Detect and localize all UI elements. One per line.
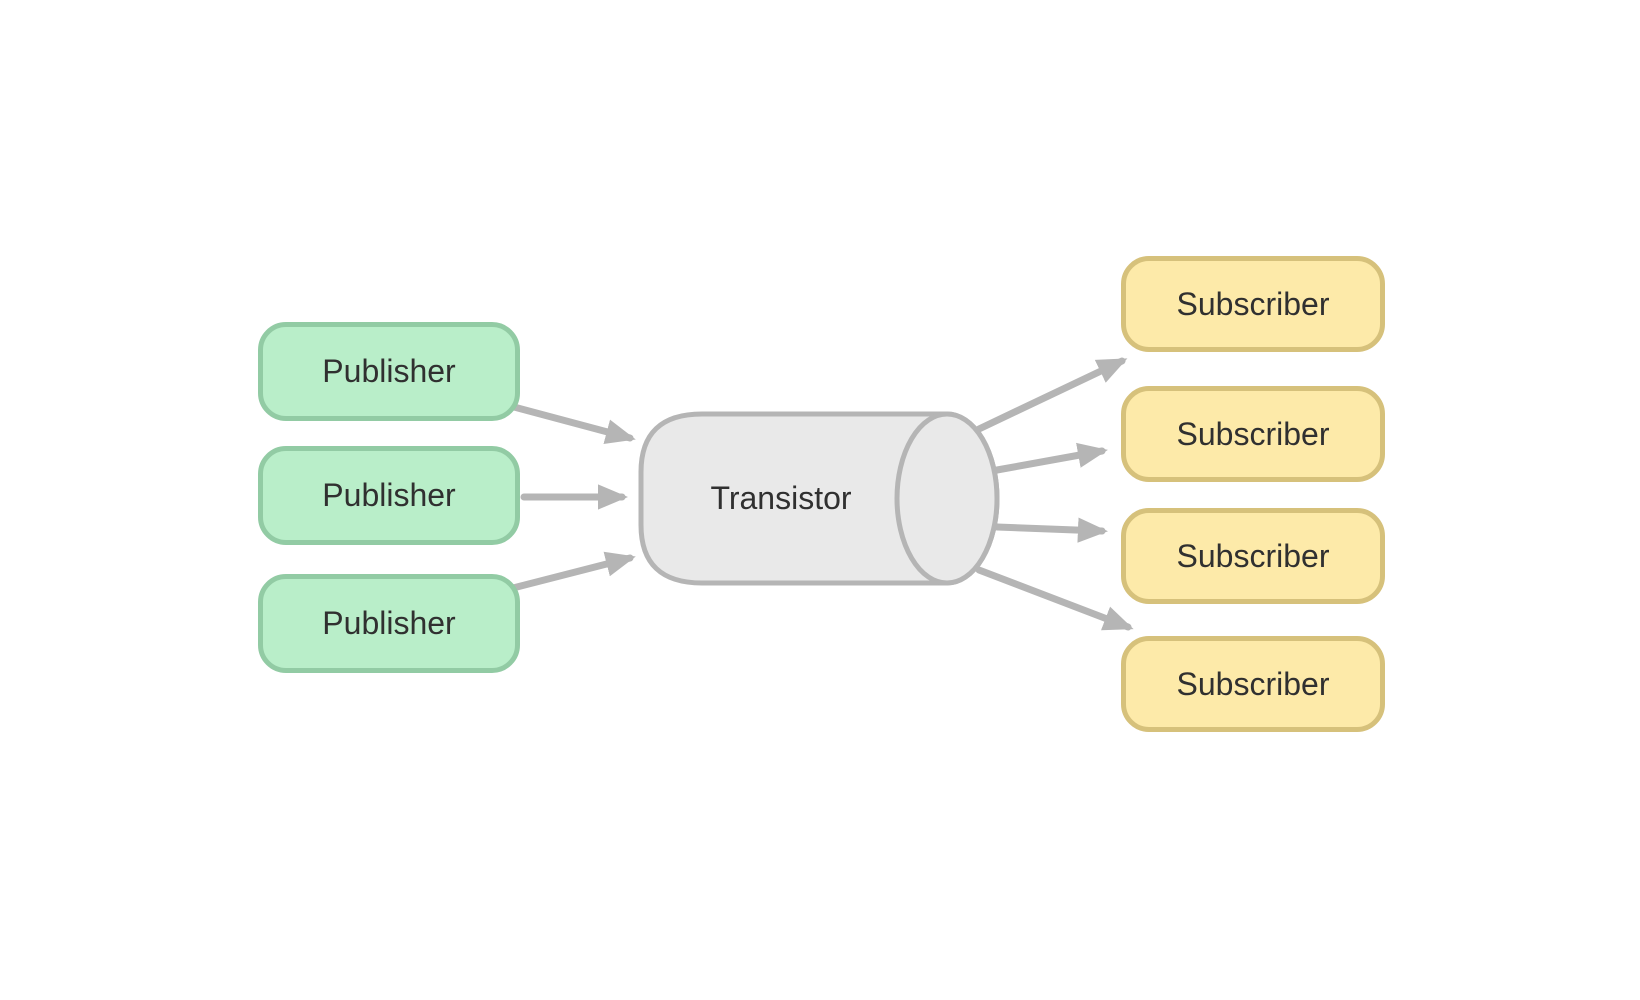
subscriber-label: Subscriber (1176, 537, 1330, 574)
arrow-publisher-1-to-transistor (510, 403, 636, 444)
subscriber-label: Subscriber (1176, 665, 1330, 702)
subscriber-node-3: Subscriber (1121, 508, 1385, 604)
subscriber-label: Subscriber (1176, 285, 1330, 322)
arrow-publisher-3-to-transistor (509, 551, 636, 592)
arrow-transistor-to-subscriber-4 (975, 566, 1134, 631)
subscriber-node-2: Subscriber (1121, 386, 1385, 482)
transistor-label-text: Transistor (710, 480, 852, 516)
arrow-transistor-to-subscriber-1 (975, 357, 1128, 433)
transistor-cylinder-cap (894, 411, 1000, 586)
subscriber-label: Subscriber (1176, 415, 1330, 452)
subscriber-node-1: Subscriber (1121, 256, 1385, 352)
publisher-label: Publisher (322, 353, 456, 389)
publisher-label: Publisher (322, 605, 456, 641)
publisher-node-2: Publisher (258, 446, 520, 545)
publisher-node-3: Publisher (258, 574, 520, 673)
arrow-transistor-to-subscriber-2 (993, 442, 1108, 474)
transistor-label: Transistor (641, 414, 921, 583)
subscriber-node-4: Subscriber (1121, 636, 1385, 732)
publisher-node-1: Publisher (258, 322, 520, 421)
publisher-label: Publisher (322, 477, 456, 513)
arrow-transistor-to-subscriber-3 (993, 517, 1109, 543)
